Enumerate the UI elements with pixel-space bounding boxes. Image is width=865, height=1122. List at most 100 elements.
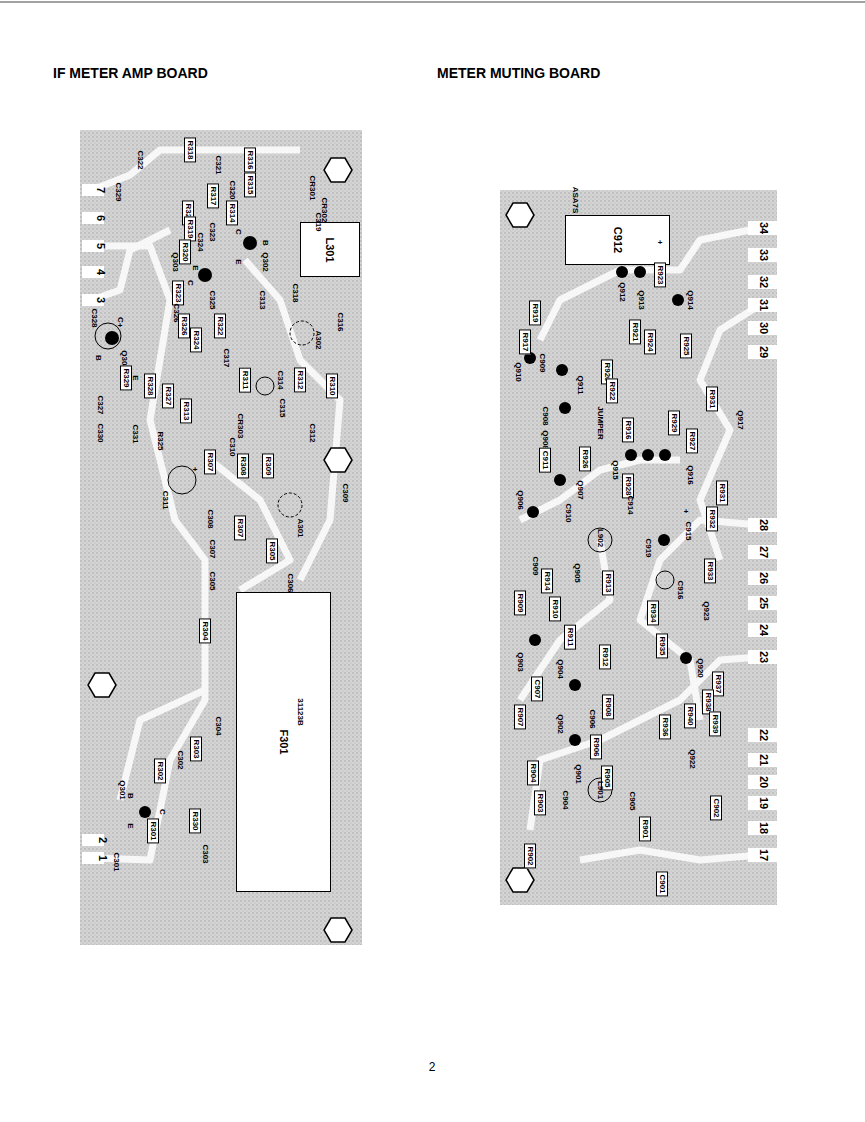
part-label: C317 [222,348,230,367]
part-label: F301 [278,729,290,754]
part-label: C912 [612,227,624,253]
resistor-label: R926 [579,446,591,471]
part-label: C319 [314,212,322,231]
board-heading: METER MUTING BOARD [437,65,600,81]
resistor-label: R326 [178,313,190,338]
resistor-label: R909 [514,590,526,615]
connector-pin-number: 7 [95,187,106,193]
copper-traces [92,150,760,860]
part-label: C909 [531,556,539,575]
pcb-board [500,190,777,905]
part-label: Q301 [118,780,126,800]
part-label: B [126,793,134,799]
part-label: C307 [208,539,216,558]
resistor-label: R923 [654,262,666,287]
part-label: C315 [278,398,286,417]
connector-pin-number: 30 [758,322,769,334]
connector-pin-number: 19 [758,797,769,809]
resistor-label: R936 [659,714,671,739]
part-label: C [186,280,194,286]
capacitor-outline [95,321,674,802]
part-label: ASA7S [571,187,579,214]
part-label: C310 [228,437,236,456]
part-label: C331 [131,424,139,443]
part-label: + [658,239,663,247]
connector-pin-number: 5 [95,243,106,249]
part-label: L901 [596,781,604,799]
resistor-label: R927 [686,428,698,453]
part-label: C329 [114,182,122,201]
resistor-label: R908 [602,694,614,719]
connector-pin-number: 32 [758,276,769,288]
part-label: C313 [258,290,266,309]
part-label: C301 [112,852,120,871]
resistor-label: R932 [706,506,718,531]
resistor-label: R328 [144,373,156,398]
part-label: C321 [214,155,222,174]
page-number: 2 [429,1061,436,1073]
part-label: C309 [341,483,349,502]
connector-pin-number: 21 [758,754,769,766]
part-label: Q913 [637,290,645,310]
connector-pin-number: 34 [758,222,769,234]
part-label: E [191,265,199,270]
part-label: B [94,355,102,361]
resistor-label: R304 [199,618,211,643]
resistor-label: R924 [644,329,656,354]
part-label: C330 [96,423,104,442]
connector-pin-number: 18 [758,822,769,834]
edge-connector-fingers [82,184,777,864]
connector-pin-number: 6 [95,215,106,221]
part-label: C325 [208,290,216,309]
part-label: 31123B [296,698,304,726]
connector-pin-number: 26 [758,572,769,584]
resistor-label: R933 [704,558,716,583]
part-label: C303 [201,844,209,863]
part-label: A301 [296,518,304,537]
part-label: Q302 [261,252,269,272]
mounting-hole [88,158,534,942]
connector-pin-number: 27 [758,546,769,558]
resistor-label: R305 [266,538,278,563]
resistor-label: R322 [214,313,226,338]
part-label: C915 [684,521,692,540]
connector-pin-number: 20 [758,776,769,788]
resistor-label: R330 [189,808,201,833]
resistor-label: C901 [656,871,668,896]
part-label: C906 [588,709,596,728]
part-label: C324 [196,232,204,251]
connector-pin-number: 25 [758,597,769,609]
part-label: E [126,823,134,828]
part-label: Q914 [686,290,694,310]
connector-pin-number: 22 [758,729,769,741]
part-label: Q902 [556,714,564,734]
resistor-label: R925 [680,333,692,358]
part-label: C320 [228,180,236,199]
part-label: CR301 [308,176,316,201]
page-edge [0,2,865,3]
connector-pin-number: 2 [97,837,108,843]
part-label: Q907 [576,480,584,500]
component-box: C912 [565,215,670,265]
part-label: C [234,229,242,235]
resistor-label: R928 [622,473,634,498]
resistor-label: R320 [179,239,191,264]
resistor-label: R906 [590,734,602,759]
part-label: C305 [208,571,216,590]
resistor-label: R319 [184,216,196,241]
resistor-label: R316 [244,147,256,172]
resistor-label: R910 [549,596,561,621]
connector-pin-number: 17 [758,849,769,861]
resistor-label: R919 [529,300,541,325]
resistor-label: R329 [120,365,132,390]
part-label: C304 [214,716,222,735]
resistor-label: C907 [531,676,543,701]
resistor-label: R309 [262,453,274,478]
connector-pin-number: 33 [758,249,769,261]
part-label: C323 [208,222,216,241]
part-label: C311 [161,491,169,510]
part-label: Q901 [574,764,582,784]
part-label: C910 [564,503,572,522]
